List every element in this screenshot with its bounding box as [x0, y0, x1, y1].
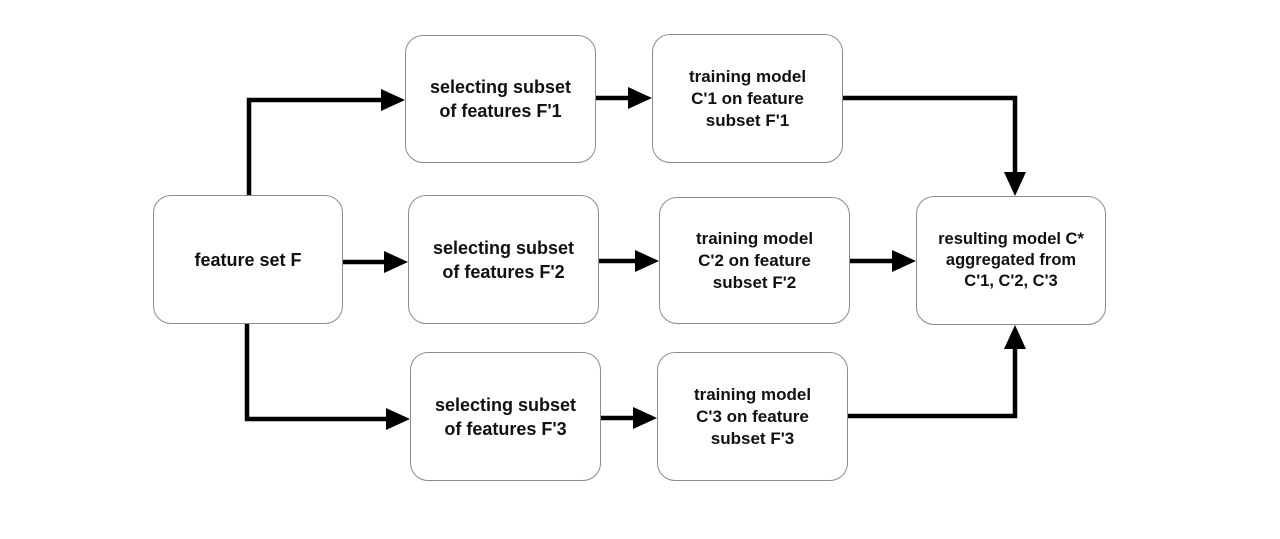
arrowhead-result-bottom: [1004, 325, 1026, 349]
arrowhead-select-3: [386, 408, 410, 430]
arrowhead-select-2: [384, 251, 408, 273]
train-model-2-node: training model C'2 on feature subset F'2: [659, 197, 850, 324]
arrowhead-train-3: [633, 407, 657, 429]
arrowhead-select-1: [381, 89, 405, 111]
arrowhead-result-top: [1004, 172, 1026, 196]
edge-feature-set-to-select-1: [246, 97, 384, 195]
arrowhead-train-2: [635, 250, 659, 272]
feature-set-node: feature set F: [153, 195, 343, 324]
edge-train-1-to-result: [843, 95, 1018, 175]
arrowhead-train-1: [628, 87, 652, 109]
resulting-model-node: resulting model C* aggregated from C'1, …: [916, 196, 1106, 325]
arrowhead-result-left: [892, 250, 916, 272]
select-subset-1-node: selecting subset of features F'1: [405, 35, 596, 163]
train-model-1-node: training model C'1 on feature subset F'1: [652, 34, 843, 163]
edge-train-3-to-result: [848, 346, 1018, 419]
train-model-3-node: training model C'3 on feature subset F'3: [657, 352, 848, 481]
edge-feature-set-to-select-3: [244, 324, 389, 422]
select-subset-3-node: selecting subset of features F'3: [410, 352, 601, 481]
select-subset-2-node: selecting subset of features F'2: [408, 195, 599, 324]
